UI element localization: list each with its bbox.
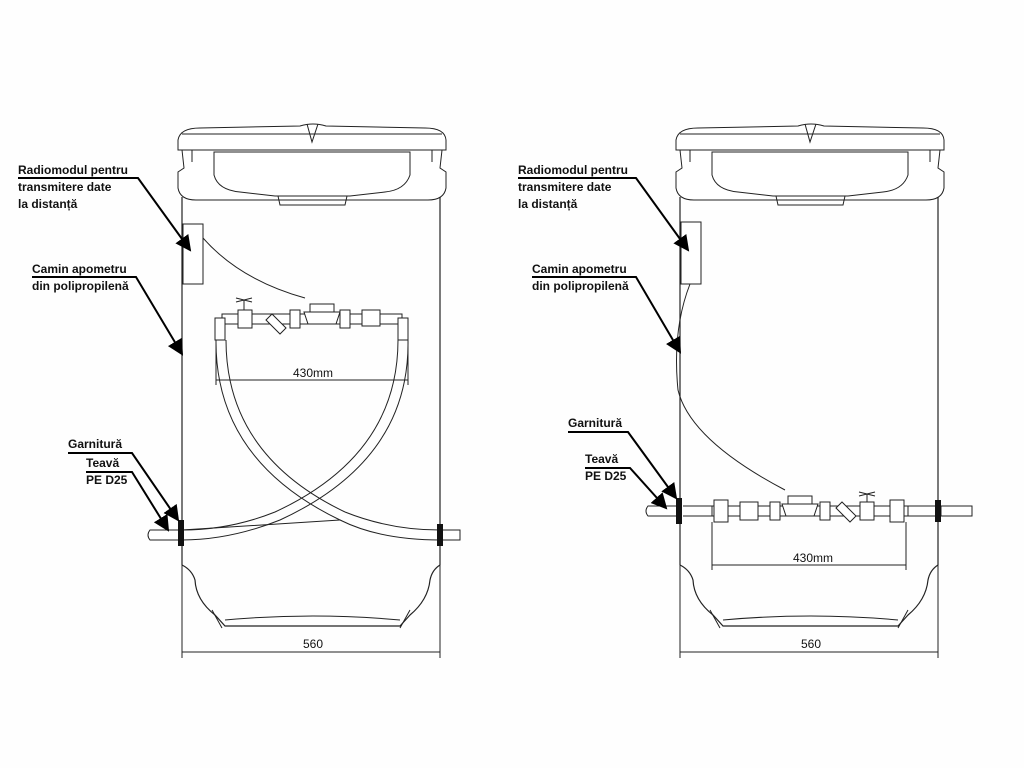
pipe-right bbox=[441, 529, 461, 541]
label-chamber: Camin apometru din polipropilenă bbox=[32, 262, 184, 356]
label-gasket: Garnitură bbox=[68, 437, 180, 522]
gasket-left bbox=[676, 498, 682, 524]
svg-text:la distanță: la distanță bbox=[518, 197, 578, 211]
svg-text:Garnitură: Garnitură bbox=[68, 437, 122, 451]
label-pipe: Teavă PE D25 bbox=[86, 456, 170, 532]
flexible-hoses bbox=[181, 339, 441, 541]
svg-text:Radiomodul pentru: Radiomodul pentru bbox=[18, 163, 128, 177]
svg-text:PE D25: PE D25 bbox=[86, 473, 128, 487]
svg-text:Teavă: Teavă bbox=[86, 456, 119, 470]
radiomodule-box bbox=[680, 221, 702, 285]
svg-text:transmitere date: transmitere date bbox=[18, 180, 112, 194]
left-drawing: 430mm 560 Radiomodul pentru transmitere … bbox=[18, 123, 461, 659]
radio-cable bbox=[676, 283, 786, 491]
svg-text:din polipropilenă: din polipropilenă bbox=[532, 279, 629, 293]
label-pipe: Teavă PE D25 bbox=[585, 452, 668, 510]
width-dimension-label: 560 bbox=[303, 637, 323, 651]
width-dimension-label: 560 bbox=[801, 637, 821, 651]
meter-assembly bbox=[711, 491, 909, 523]
meter-assembly bbox=[214, 297, 409, 341]
label-radiomodule: Radiomodul pentru transmitere date la di… bbox=[518, 163, 690, 252]
gasket-right bbox=[437, 524, 443, 546]
svg-text:Camin apometru: Camin apometru bbox=[532, 262, 627, 276]
gasket-right bbox=[935, 500, 941, 522]
inner-dimension-line bbox=[215, 340, 409, 385]
svg-text:PE D25: PE D25 bbox=[585, 469, 627, 483]
label-gasket: Garnitură bbox=[568, 416, 678, 500]
svg-text:din polipropilenă: din polipropilenă bbox=[32, 279, 129, 293]
right-drawing: 430mm 560 Radiomodul pentru transmitere … bbox=[518, 123, 973, 659]
radiomodule-box bbox=[182, 223, 204, 285]
inner-dimension-label: 430mm bbox=[793, 551, 833, 565]
label-chamber: Camin apometru din polipropilenă bbox=[532, 262, 682, 354]
svg-text:Garnitură: Garnitură bbox=[568, 416, 622, 430]
svg-text:Teavă: Teavă bbox=[585, 452, 618, 466]
pipe-inner bbox=[683, 505, 935, 517]
radio-cable bbox=[202, 237, 306, 299]
pipe-left bbox=[645, 505, 679, 517]
chamber-outline bbox=[177, 123, 447, 659]
svg-text:la distanță: la distanță bbox=[18, 197, 78, 211]
pipe-right bbox=[940, 505, 973, 517]
inner-dimension-label: 430mm bbox=[293, 366, 333, 380]
svg-text:Radiomodul pentru: Radiomodul pentru bbox=[518, 163, 628, 177]
gasket-left bbox=[178, 520, 184, 546]
chamber-outline bbox=[675, 123, 945, 659]
svg-text:transmitere date: transmitere date bbox=[518, 180, 612, 194]
svg-text:Camin apometru: Camin apometru bbox=[32, 262, 127, 276]
pipe-left bbox=[147, 529, 181, 541]
inner-dimension-line bbox=[711, 522, 907, 570]
label-radiomodule: Radiomodul pentru transmitere date la di… bbox=[18, 163, 192, 252]
